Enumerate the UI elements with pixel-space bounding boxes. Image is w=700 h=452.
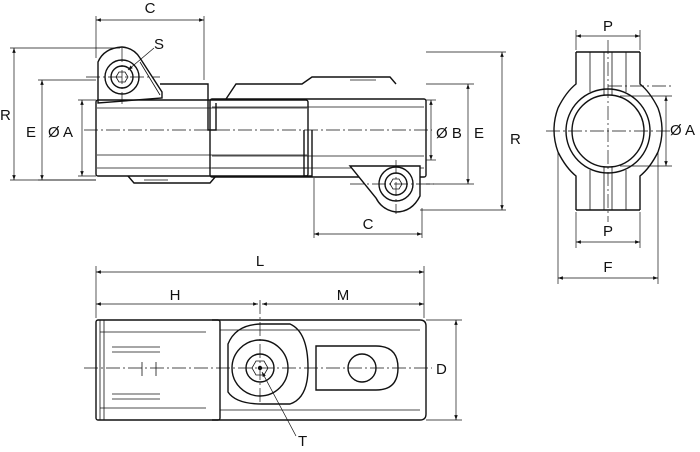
dim-label-d: D [436, 361, 447, 378]
dim-label-h: H [170, 287, 181, 304]
dim-label-e-left: E [26, 124, 36, 141]
side-view-dimensions: C S R E Ø A Ø B E R [0, 0, 521, 238]
dim-label-c-bottom: C [363, 216, 374, 233]
dim-label-dia-a-left: Ø A [48, 124, 73, 141]
dim-label-c-top: C [145, 0, 156, 17]
dim-label-l: L [256, 253, 264, 270]
dim-label-dia-b: Ø B [436, 125, 462, 142]
dim-label-dia-a-end: Ø A [670, 122, 695, 139]
top-view [84, 300, 432, 421]
dim-label-p-top: P [603, 18, 613, 35]
side-view [84, 46, 434, 214]
dim-label-r-right: R [510, 131, 521, 148]
dim-label-s: S [154, 36, 164, 53]
dim-label-r-left: R [0, 107, 11, 124]
dim-label-p-bottom: P [603, 223, 613, 240]
end-view [546, 40, 672, 222]
top-view-dimensions: L H M D T [95, 253, 462, 450]
dim-label-e-right: E [474, 125, 484, 142]
dim-label-f: F [603, 259, 612, 276]
end-view-dimensions: P P F Ø A [557, 18, 695, 284]
dim-label-t: T [298, 433, 307, 450]
dim-label-m: M [337, 287, 350, 304]
